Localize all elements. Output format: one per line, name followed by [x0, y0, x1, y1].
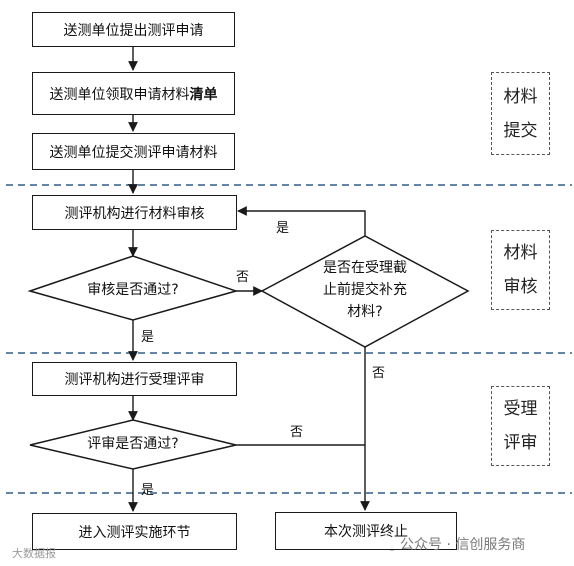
watermark-left: 大数据报	[12, 547, 56, 560]
edge-label-yes-evaluation: 是	[141, 483, 155, 498]
edge-label-no-review: 否	[236, 270, 250, 285]
step-receive-list: 送测单位领取申请材料清单	[32, 72, 235, 115]
edge-label-no-supplement: 否	[372, 366, 386, 381]
edge-label-yes-review: 是	[141, 330, 155, 345]
decision-supplement-text: 是否在受理截 止前提交补充 材料?	[323, 260, 407, 320]
step-enter-implementation: 进入测评实施环节	[32, 513, 237, 550]
phase-material-review: 材料 审核	[491, 230, 550, 310]
arrow-supplement-yes	[237, 206, 366, 236]
emphasis-list: 清单	[189, 86, 218, 103]
phase-acceptance-review: 受理 评审	[491, 386, 550, 466]
step-org-accept-review: 测评机构进行受理评审	[32, 362, 237, 396]
step-terminate: 本次测评终止	[275, 512, 457, 550]
step-org-review: 测评机构进行材料审核	[32, 195, 237, 230]
phase-material-submission: 材料 提交	[491, 72, 550, 155]
step-submit-application: 送测单位提出测评申请	[32, 12, 235, 47]
diamond-evaluation	[29, 419, 237, 470]
edge-label-no-evaluation: 否	[290, 425, 304, 440]
step-submit-materials: 送测单位提交测评申请材料	[32, 133, 235, 170]
decision-evaluation-text: 评审是否通过?	[87, 436, 179, 452]
decision-review-text: 审核是否通过?	[87, 282, 179, 298]
edge-label-yes-back: 是	[276, 221, 290, 236]
watermark-right: 公众号 · 信创服务商	[400, 537, 526, 553]
diamond-supplement	[260, 235, 470, 348]
diamond-review	[27, 255, 239, 321]
